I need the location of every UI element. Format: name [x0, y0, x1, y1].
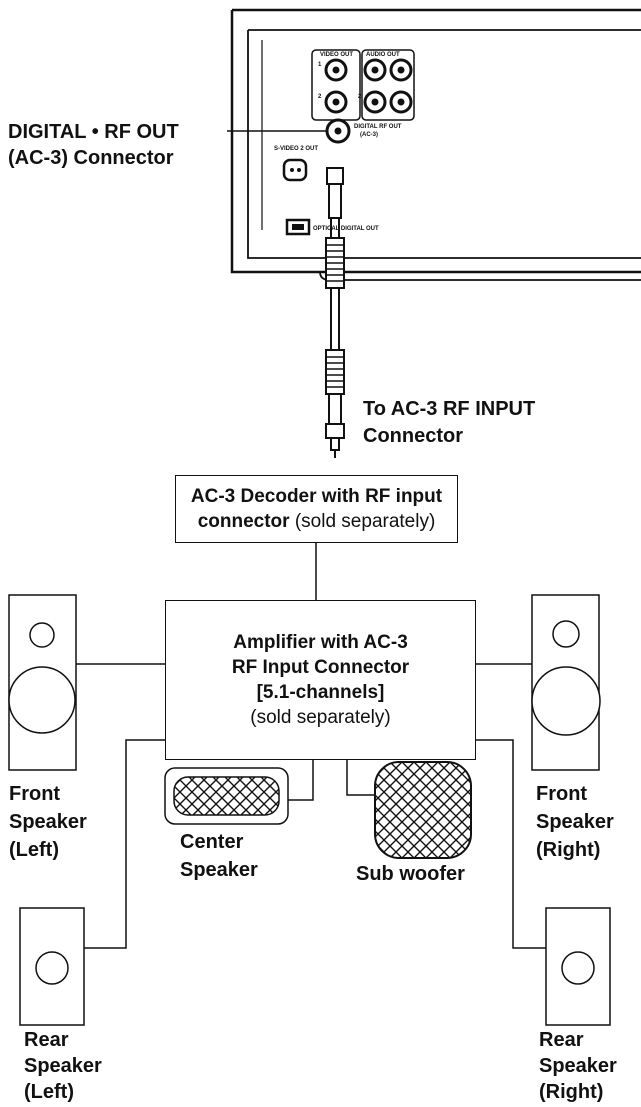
rear-right-label-2: Speaker [539, 1055, 617, 1077]
dvd-player-rear-panel: VIDEO OUT AUDIO OUT 1 2 2 DIGITAL RF OUT… [230, 8, 641, 281]
wiring [76, 543, 546, 949]
optical-out-jack [285, 218, 311, 236]
front-left-label-3: (Left) [9, 839, 59, 861]
video-out-jack-1 [324, 58, 348, 82]
svideo-jack [282, 158, 308, 182]
subwoofer-label: Sub woofer [356, 863, 465, 885]
front-right-label-2: Speaker [536, 811, 614, 833]
front-left-woofer [8, 666, 76, 734]
cable-end-label-1: To AC-3 RF INPUT [363, 398, 536, 420]
svg-text:1: 1 [318, 62, 322, 68]
front-left-label-2: Speaker [9, 811, 87, 833]
center-speaker [164, 767, 289, 825]
cable-end-label-2: Connector [363, 425, 463, 447]
decoder-connector: connector [197, 511, 290, 532]
rear-right-driver [561, 951, 595, 985]
svideo-label: S-VIDEO 2 OUT [274, 146, 318, 152]
front-right-label-3: (Right) [536, 839, 601, 861]
rear-right-label-1: Rear [539, 1029, 584, 1051]
rear-right-line [476, 739, 546, 949]
amp-line-3: [5.1-channels] [256, 682, 385, 703]
audio-l-jack-1 [363, 58, 387, 82]
amp-line-1: Amplifier with AC-3 [233, 632, 408, 653]
panel-digital-rf-out-label: DIGITAL RF OUT [354, 124, 402, 130]
ac3-connector-label: (AC-3) Connector [8, 147, 174, 169]
sub-line [346, 760, 375, 796]
audio-l-jack-2 [363, 90, 387, 114]
subwoofer [374, 761, 472, 859]
svg-text:2: 2 [318, 94, 322, 100]
audio-out-jack-group [361, 49, 415, 121]
decoder-note: (sold separately) [294, 511, 436, 532]
front-right-label-1: Front [536, 783, 588, 805]
coaxial-cable [325, 167, 345, 458]
digital-rf-out-label: DIGITAL • RF OUT [8, 121, 179, 143]
front-right-tweeter [552, 620, 580, 648]
rear-left-driver [35, 951, 69, 985]
optical-out-label: OPTICAL DIGITAL OUT [313, 226, 379, 232]
amp-note: (sold separately) [250, 707, 391, 728]
rear-right-label-3: (Right) [539, 1081, 604, 1103]
video-out-label: VIDEO OUT [320, 52, 353, 58]
rear-left-label-1: Rear [24, 1029, 69, 1051]
video-out-jack-2 [324, 90, 348, 114]
panel-ac3-label: (AC-3) [360, 132, 378, 138]
center-label-1: Center [180, 831, 244, 853]
rear-left-label-3: (Left) [24, 1081, 74, 1103]
amplifier-box: Amplifier with AC-3 RF Input Connector [… [165, 600, 476, 760]
audio-r-jack-1 [389, 58, 413, 82]
center-label-2: Speaker [180, 859, 258, 881]
rear-left-line [84, 739, 165, 949]
ac3-decoder-box: AC-3 Decoder with RF input connector (so… [175, 475, 458, 543]
amp-line-2: RF Input Connector [231, 657, 410, 678]
front-left-tweeter [29, 622, 55, 648]
audio-out-label: AUDIO OUT [366, 52, 400, 58]
center-line [288, 760, 314, 801]
front-left-label-1: Front [9, 783, 61, 805]
rear-left-label-2: Speaker [24, 1055, 102, 1077]
audio-r-jack-2 [389, 90, 413, 114]
svg-text:2: 2 [358, 94, 362, 100]
front-right-woofer [531, 666, 601, 736]
digital-rf-out-jack [325, 118, 351, 144]
decoder-title: AC-3 Decoder with RF input [190, 486, 443, 507]
